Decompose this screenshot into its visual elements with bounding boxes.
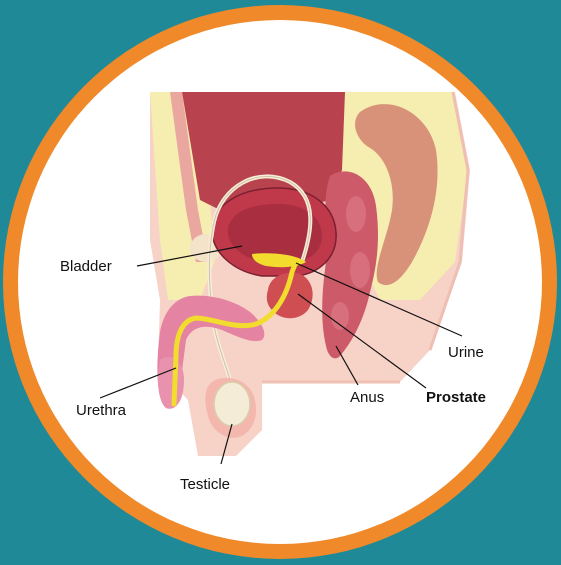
- label-prostate: Prostate: [426, 389, 486, 406]
- label-anus: Anus: [350, 389, 384, 406]
- label-testicle: Testicle: [180, 476, 230, 493]
- testicle-shape: [214, 382, 250, 426]
- rectum-fold: [331, 302, 349, 330]
- label-bladder: Bladder: [60, 258, 112, 275]
- label-urethra: Urethra: [76, 402, 127, 419]
- rectum-fold: [346, 196, 366, 232]
- rectum-fold: [350, 252, 370, 288]
- label-urine: Urine: [448, 344, 484, 361]
